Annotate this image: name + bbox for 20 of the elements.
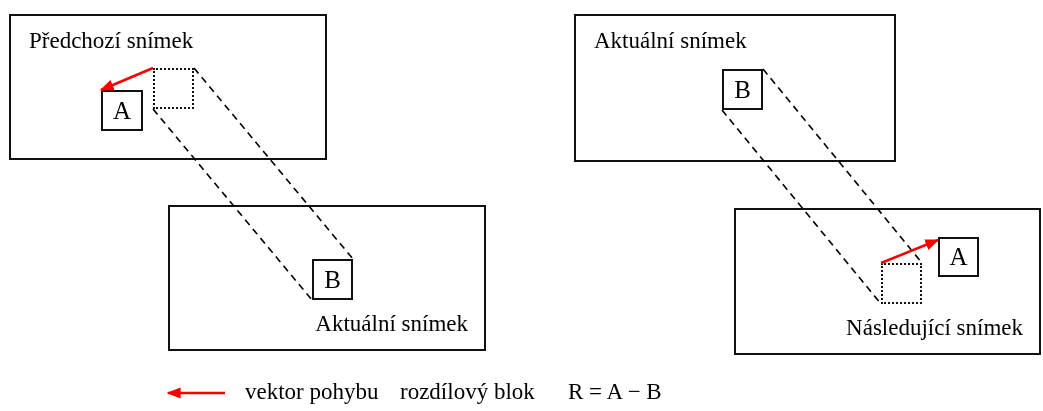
motion-vector-arrow	[99, 66, 154, 92]
motion-vector-arrow	[880, 238, 940, 265]
block-box: A	[101, 90, 143, 131]
frame-title: Aktuální snímek	[594, 29, 747, 52]
formula-text: R = A − B	[568, 380, 662, 403]
formula-text: rozdílový blok	[400, 380, 535, 403]
frame-box	[574, 14, 896, 162]
dotted-block	[153, 68, 194, 109]
frame-box	[168, 205, 486, 351]
block-box: A	[938, 237, 979, 277]
legend-label: vektor pohybu	[245, 380, 379, 403]
frame-title: Následující snímek	[846, 316, 1023, 339]
frame-title: Aktuální snímek	[315, 312, 468, 335]
frame-title: Předchozí snímek	[29, 29, 194, 52]
dotted-block	[881, 263, 922, 304]
dashed-projection-lines	[152, 67, 354, 301]
block-box: B	[722, 69, 763, 110]
frame-box	[9, 14, 327, 160]
block-box: B	[312, 259, 353, 300]
frame-box	[734, 208, 1041, 355]
